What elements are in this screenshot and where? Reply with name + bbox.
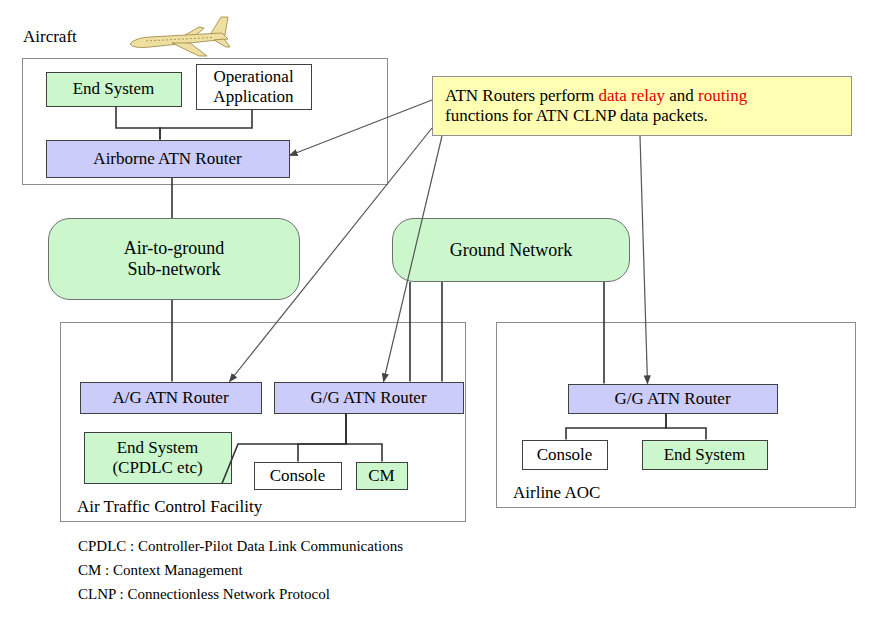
aoc-box: Airline AOC G/G ATN RouterConsole End Syst… xyxy=(496,322,856,508)
aircraft-box: AircraftEnd SystemOperational Applicatio… xyxy=(22,58,388,185)
router-box: A/G ATN Router xyxy=(80,382,262,414)
box-label: End System (CPDLC etc) xyxy=(98,438,218,477)
footnote-text: CLNP : Connectionless Network Protocol xyxy=(78,586,330,603)
box-label: Air-to-ground Sub-network xyxy=(109,238,239,279)
box-label: ATN Routers perform data relay and routi… xyxy=(445,86,795,125)
box-label: G/G ATN Router xyxy=(310,388,426,408)
box-label: End System xyxy=(664,445,746,465)
router-box: Airborne ATN Router xyxy=(46,140,290,178)
box-label: A/G ATN Router xyxy=(112,388,228,408)
footnote-text: CPDLC : Controller-Pilot Data Link Commu… xyxy=(78,538,403,555)
box-label: CM xyxy=(368,466,394,486)
subnetwork-cloud: Air-to-ground Sub-network xyxy=(48,218,300,300)
group-title: Air Traffic Control Facility xyxy=(77,497,262,517)
group-title: Aircraft xyxy=(23,27,77,47)
box-label: End System xyxy=(73,79,155,99)
footnote-text: CM : Context Management xyxy=(78,562,243,579)
box-label: Console xyxy=(270,466,326,486)
application-box: Operational Application xyxy=(196,64,312,110)
router-box: G/G ATN Router xyxy=(568,384,778,414)
box-label: G/G ATN Router xyxy=(614,389,730,409)
box-label: Ground Network xyxy=(450,240,572,261)
facility-box: Air Traffic Control Facility A/G ATN Rout… xyxy=(60,322,466,522)
callout-box: ATN Routers perform data relay and routi… xyxy=(432,76,852,136)
router-box: G/G ATN Router xyxy=(274,382,464,414)
end-system-box: End System xyxy=(46,72,182,107)
console-box: Console xyxy=(254,462,342,490)
box-label: Operational Application xyxy=(197,67,311,106)
console-box: Console xyxy=(522,440,608,470)
group-title: Airline AOC xyxy=(513,483,600,503)
network-cloud: Ground Network xyxy=(392,218,630,282)
end-system-box: End System xyxy=(642,440,768,470)
end-system-box: End System (CPDLC etc) xyxy=(84,432,232,484)
box-label: Airborne ATN Router xyxy=(93,149,241,169)
cm-box: CM xyxy=(356,462,408,490)
box-label: Console xyxy=(537,445,593,465)
airplane-illustration xyxy=(130,17,230,56)
